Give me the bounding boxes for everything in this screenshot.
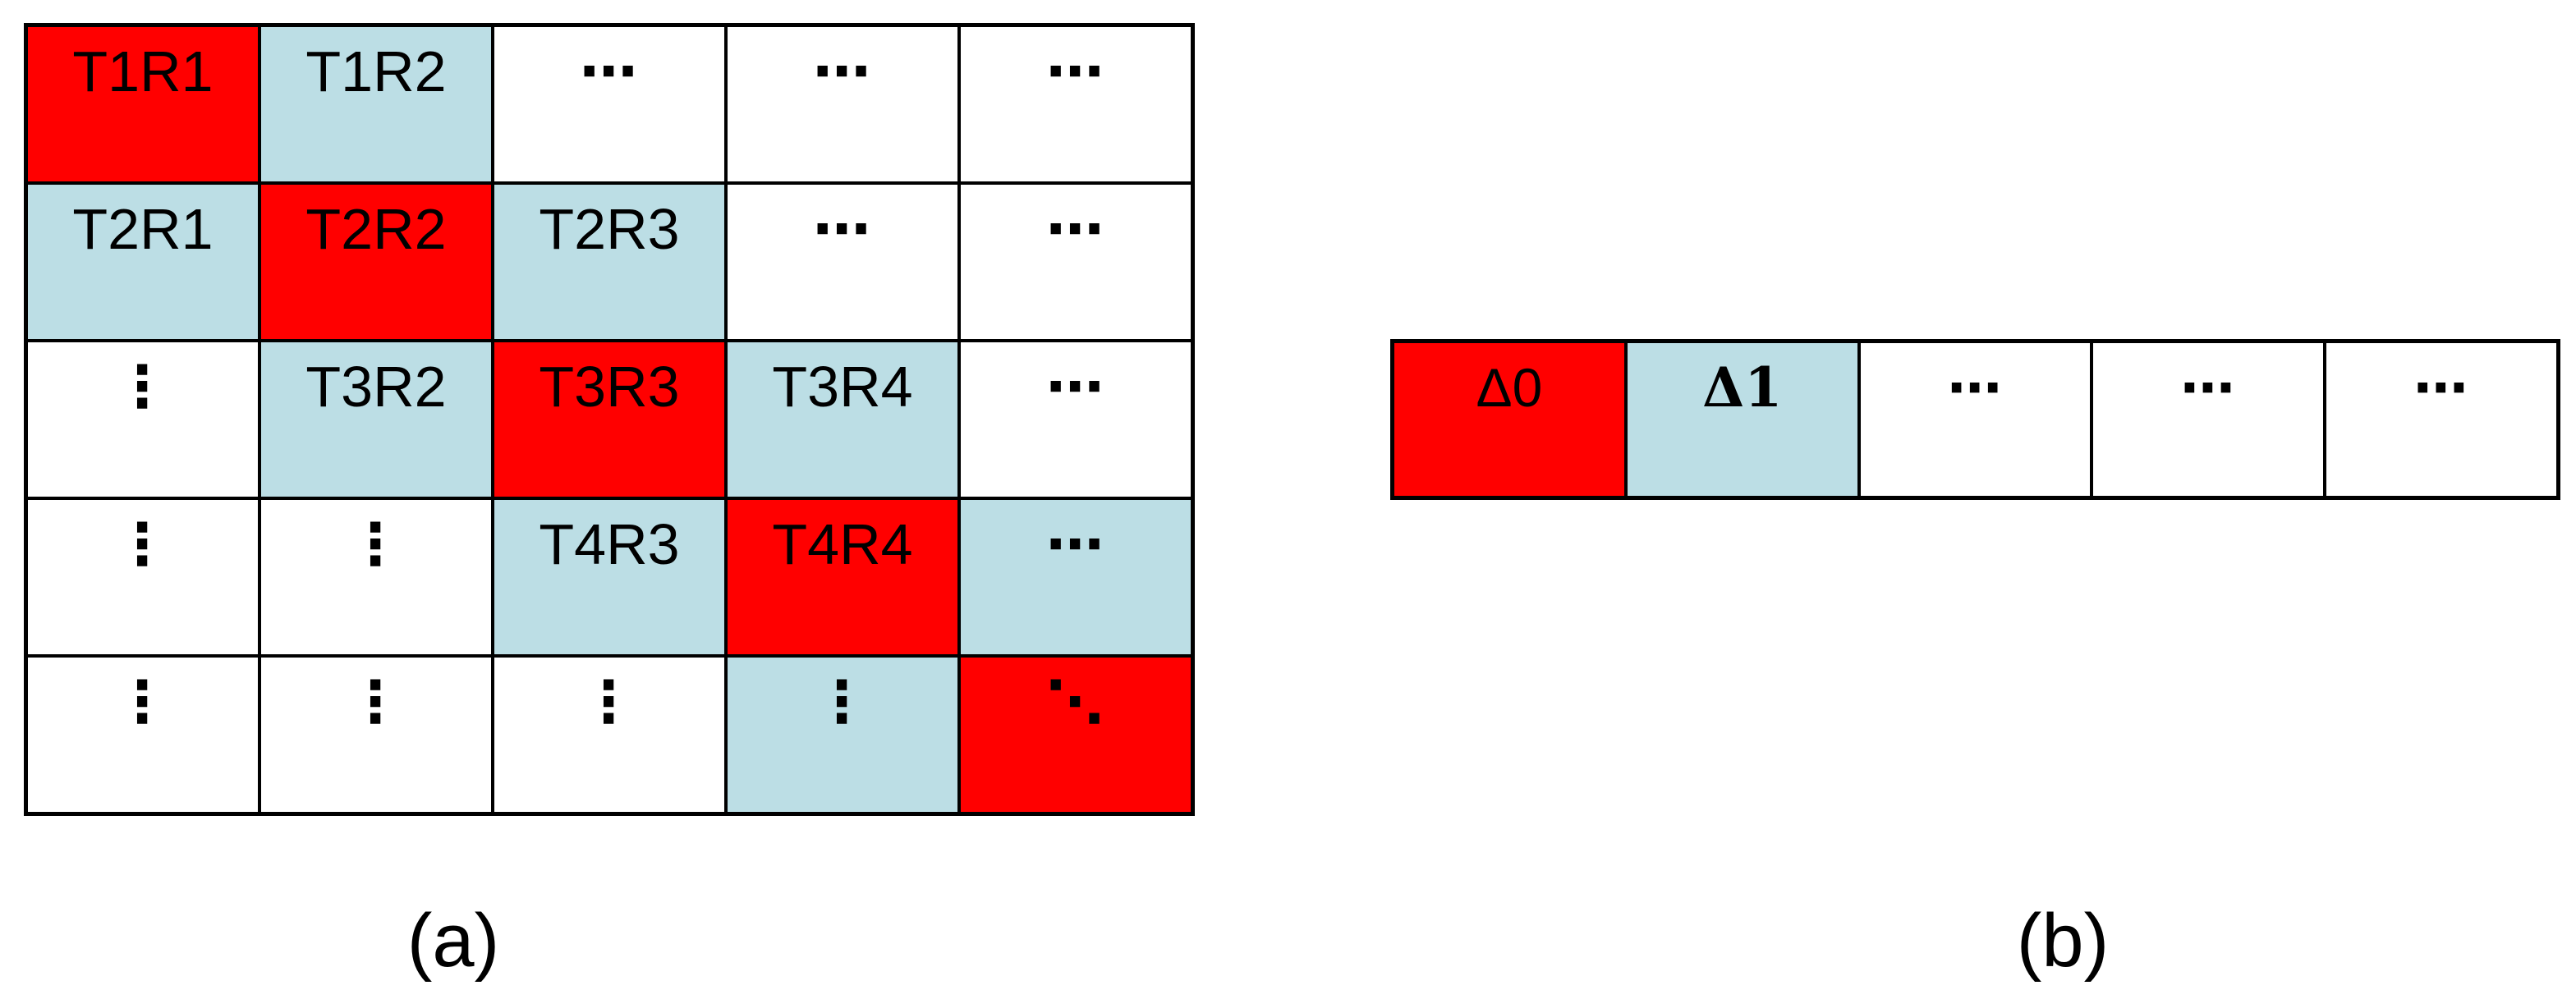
figure-b-label: (b) [2016, 899, 2110, 983]
matrix-cell: ⋮ [259, 498, 493, 656]
matrix-cell: T4R4 [726, 498, 959, 656]
matrix-cell: ⋯ [959, 498, 1192, 656]
matrix-cell: ⋮ [26, 656, 259, 814]
figure-b-row: Δ0 Δ1 ⋯ ⋯ ⋯ [1390, 339, 2560, 500]
row-cell: Δ0 [1393, 341, 1626, 497]
matrix-cell: T3R4 [726, 341, 959, 498]
matrix-cell: T2R2 [259, 183, 493, 341]
matrix-cell: T3R2 [259, 341, 493, 498]
matrix-cell: T1R1 [26, 25, 259, 183]
matrix-cell: T2R3 [493, 183, 726, 341]
matrix-cell: ⋯ [959, 341, 1192, 498]
row-cell: ⋯ [2325, 341, 2558, 497]
matrix-cell: ⋯ [959, 25, 1192, 183]
matrix-cell: ⋮ [726, 656, 959, 814]
matrix-cell: T2R1 [26, 183, 259, 341]
matrix-cell: ⋯ [726, 25, 959, 183]
matrix-cell: ⋯ [959, 183, 1192, 341]
row-cell: Δ1 [1625, 341, 1859, 497]
row-cell: ⋯ [2092, 341, 2326, 497]
matrix-cell: ⋯ [493, 25, 726, 183]
matrix-cell: ⋮ [26, 341, 259, 498]
matrix-cell: ⋮ [26, 498, 259, 656]
matrix-cell: T3R3 [493, 341, 726, 498]
matrix-cell: T1R2 [259, 25, 493, 183]
figure-a-matrix: T1R1 T1R2 ⋯ ⋯ ⋯ T2R1 T2R2 T2R3 ⋯ ⋯ ⋮ T3R… [24, 23, 1195, 816]
row-cell: ⋯ [1858, 341, 2092, 497]
matrix-cell: T4R3 [493, 498, 726, 656]
matrix-cell: ⋮ [493, 656, 726, 814]
figure-a-label: (a) [406, 899, 500, 983]
matrix-cell: ⋱ [959, 656, 1192, 814]
matrix-cell: ⋮ [259, 656, 493, 814]
matrix-cell: ⋯ [726, 183, 959, 341]
